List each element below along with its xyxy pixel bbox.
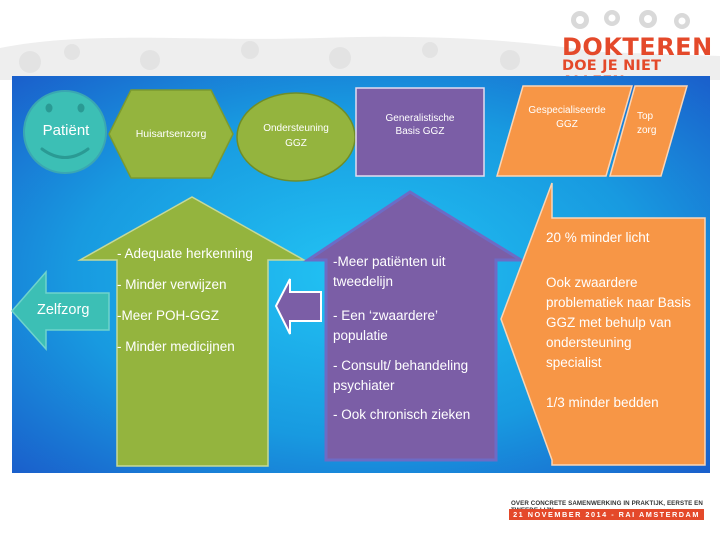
zelfzorg-arrow <box>10 269 110 351</box>
orange-left-arrow <box>500 182 706 466</box>
green-list-item: -Meer POH-GGZ <box>117 308 220 323</box>
generalistische-rect <box>355 87 485 177</box>
green-list-item: - Minder verwijzen <box>117 277 227 292</box>
green-list-item: - Minder medicijnen <box>117 339 235 354</box>
orange-list-item: 20 % minder licht <box>546 230 650 245</box>
purple-list-item: - Consult/ behandeling psychiater <box>333 358 469 393</box>
huisartsenzorg-label: Huisartsenzorg <box>135 128 207 140</box>
green-list-item: - Adequate herkenning <box>117 246 253 261</box>
green-up-arrow <box>77 196 307 467</box>
patient-label: Patiënt <box>42 122 90 139</box>
gespecialiseerde-parallelogram <box>496 85 633 177</box>
purple-list-item: -Meer patiënten uit tweedelijn <box>333 254 446 289</box>
orange-list-item: 1/3 minder bedden <box>546 395 659 410</box>
logo-title: DOKTEREN <box>562 33 713 61</box>
huisartsenzorg-hexagon <box>108 89 234 179</box>
small-purple-arrow <box>274 278 322 335</box>
footer-date-banner: 21 NOVEMBER 2014 - RAI AMSTERDAM <box>509 509 704 520</box>
ondersteuning-ellipse <box>236 92 356 182</box>
generalistische-label: Generalistische Basis GGZ <box>385 113 455 137</box>
purple-list-item: - Een ‘zwaardere’ populatie <box>333 308 439 343</box>
purple-list-item: - Ook chronisch zieken <box>333 407 471 422</box>
orange-list-item: Ook zwaardere problematiek naar Basis GG… <box>546 275 691 370</box>
purple-up-arrow <box>303 190 527 462</box>
zelfzorg-label: Zelfzorg <box>37 302 90 318</box>
topzorg-label: Top zorg <box>637 111 657 136</box>
topzorg-parallelogram <box>609 85 688 177</box>
gespecialiseerde-label: Gespecialiseerde GGZ <box>528 105 606 130</box>
ondersteuning-label: Ondersteuning GGZ <box>263 123 329 149</box>
decorative-gear-band <box>0 10 720 80</box>
